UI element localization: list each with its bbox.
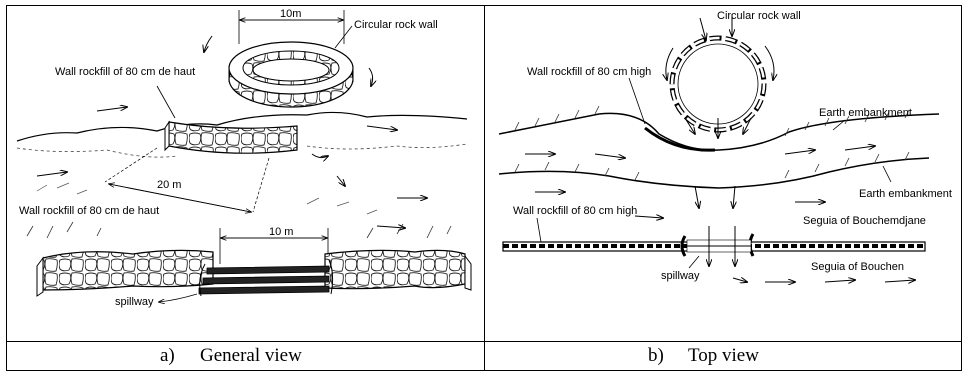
spillway-steps [199,260,333,296]
caption-top-view: b)Top view [648,342,759,370]
panel-top-view: Circular rock wall Wall rockfill of 80 c… [485,6,961,341]
grass-strokes [27,222,451,238]
rockfill-top-1-leader [629,78,645,124]
top-view-sketch: Circular rock wall Wall rockfill of 80 c… [485,6,961,341]
caption-general-view: a)General view [160,342,302,370]
flow-arrow [369,68,373,86]
rockfill-top-1 [645,128,715,150]
circular-rock-wall [229,42,353,107]
spillway-label: spillway [115,296,154,308]
seguia-bouchen-label: Seguia of Bouchen [811,261,904,273]
flow-arrow [37,172,67,176]
dimension-10m-bottom: 10 m [220,226,328,264]
circular-rock-wall-label: Circular rock wall [354,19,438,31]
dim-10m-bottom-label: 10 m [269,226,293,238]
flow-arrow [337,176,345,186]
wall-rockfill-top-1-label: Wall rockfill of 80 cm high [527,66,651,78]
circular-rock-wall-top [672,38,764,130]
flow-arrow [204,36,212,52]
wall-rockfill-1-label: Wall rockfill of 80 cm de haut [55,66,195,78]
flow-arrow [635,216,663,218]
dim-10m-top-label: 10m [280,8,301,20]
flow-arrow [733,186,735,208]
flow-arrow [785,150,815,154]
embankment-2-leader [883,166,891,182]
flow-arrow [845,146,875,150]
caption-b-text: Top view [688,345,759,366]
flow-arrow [595,154,625,158]
caption-divider [6,341,962,342]
spillway-top-leader [689,256,699,268]
flow-arrow [885,280,915,282]
rockfill-1-leader [157,86,175,118]
flow-arrow [825,280,855,282]
dim-20m-label: 20 m [157,179,181,191]
lower-earth-embankment [499,158,929,188]
spillway-top [682,234,753,256]
dimension-10m-top: 10m [239,8,344,44]
rockfill-top-2-leader [537,218,541,242]
circular-wall-leader [335,26,352,48]
circular-rock-wall-top-label: Circular rock wall [717,10,801,22]
earth-embankment-2-label: Earth embankment [859,188,952,200]
spillway-top-label: spillway [661,270,700,282]
caption-b-letter: b) [648,342,688,370]
dimension-20m: 20 m [105,148,269,212]
flow-arrow [97,107,127,111]
caption-a-letter: a) [160,342,200,370]
rockfill-wall-segment [165,122,297,153]
spillway-leader [159,294,197,302]
panel-general-view: 10m Circular rock wall Wall rockfill of … [7,6,484,341]
flow-arrow [765,46,774,80]
flow-arrow [695,186,699,208]
seguia-bouchemdjane-label: Seguia of Bouchemdjane [803,215,926,227]
embankment-hatching [515,152,909,180]
flow-arrow [733,278,747,282]
wall-rockfill-2-label: Wall rockfill of 80 cm de haut [19,205,159,217]
caption-a-text: General view [200,345,302,366]
earth-embankment-1-label: Earth embankment [819,107,912,119]
flow-arrow [367,126,397,130]
flow-arrow [312,154,328,158]
flow-arrow [700,18,706,40]
general-view-sketch: 10m Circular rock wall Wall rockfill of … [7,6,484,341]
wall-rockfill-top-2-label: Wall rockfill of 80 cm high [513,205,637,217]
